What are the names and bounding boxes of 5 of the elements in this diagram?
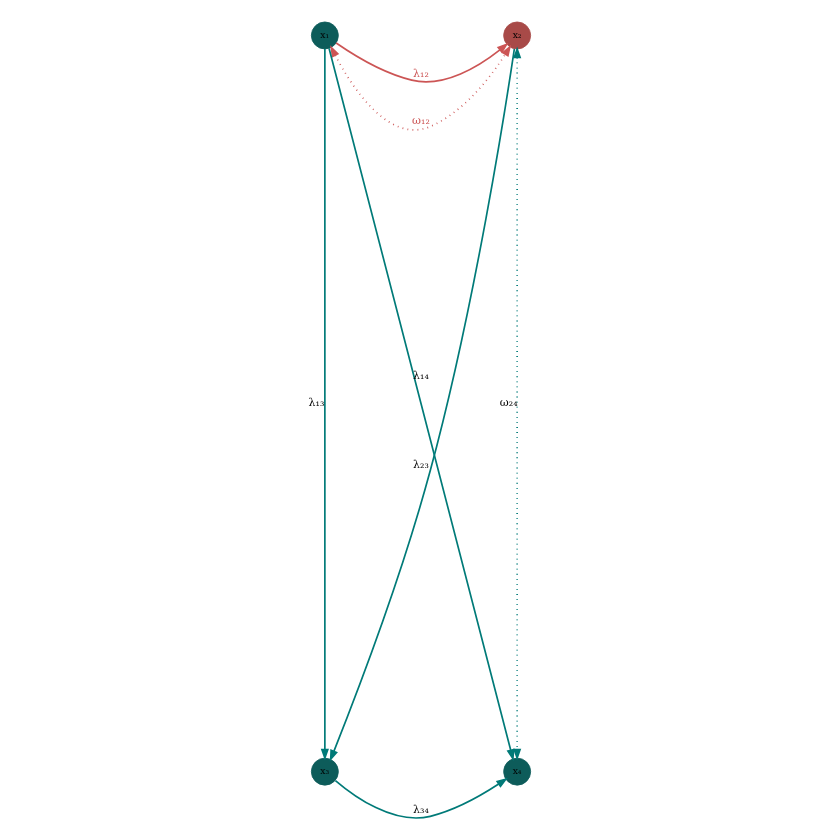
arrow [333,777,507,819]
arrow [329,44,511,131]
arrow [319,48,328,761]
arrow [512,46,521,761]
arrow [334,42,508,83]
